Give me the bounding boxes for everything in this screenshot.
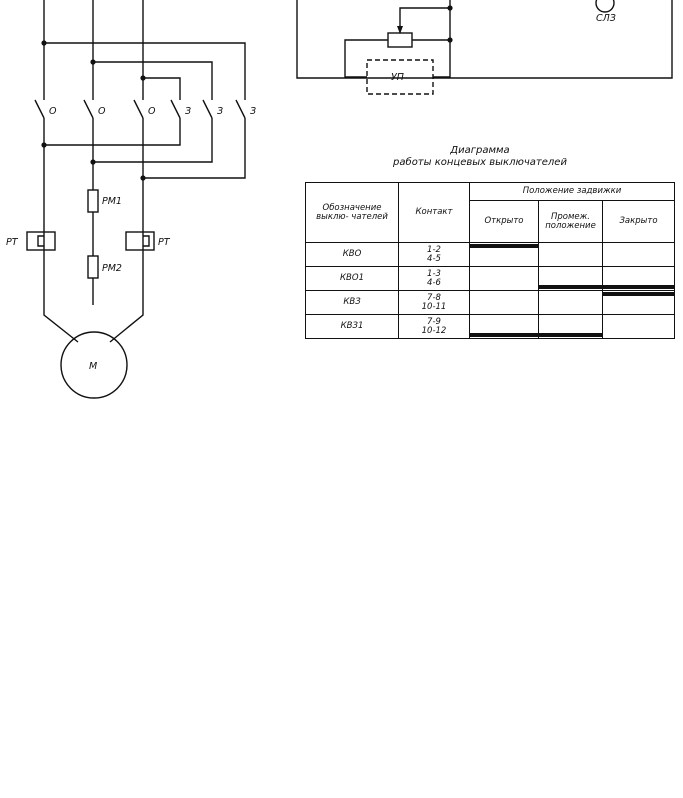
switch-label-z1: З — [185, 106, 191, 117]
up-label: УП — [391, 72, 404, 83]
switch-label-o1: О — [49, 106, 57, 117]
header-open: Открыто — [469, 200, 539, 243]
header-mid: Промеж. положение — [538, 200, 603, 243]
position-cell-open — [469, 266, 539, 291]
header-position: Положение задвижки — [469, 182, 675, 201]
limit-switch-table: Обозначение выклю- чателей Контакт Полож… — [305, 182, 675, 339]
position-cell-closed — [602, 242, 675, 267]
position-cell-closed — [602, 290, 675, 315]
contact-pair: 4-6 — [427, 277, 441, 288]
header-designation: Обозначение выклю- чателей — [305, 182, 399, 243]
contact-pair: 7-8 — [427, 292, 441, 303]
contact-pair: 10-12 — [421, 325, 447, 336]
rt-right-label: РТ — [158, 237, 171, 248]
rm2-label: РМ2 — [102, 263, 122, 274]
position-cell-open — [469, 314, 539, 339]
position-cell-closed — [602, 314, 675, 339]
switch-label-o2: О — [98, 106, 106, 117]
switch-name-cell: КВЗ1 — [305, 314, 399, 339]
diagram-caption: Диаграмма работы концевых выключателей — [350, 145, 610, 169]
switch-label-o3: О — [148, 106, 156, 117]
motor-label: М — [89, 361, 97, 372]
position-cell-mid — [538, 266, 603, 291]
header-contact: Контакт — [398, 182, 470, 243]
switch-label-z3: З — [250, 106, 256, 117]
contact-pair: 4-5 — [427, 253, 441, 264]
contact-pair: 1-3 — [427, 268, 441, 279]
diagram-caption-line2: работы концевых выключателей — [393, 157, 567, 168]
contact-pair: 10-11 — [421, 301, 447, 312]
contact-closed-bar — [470, 333, 538, 337]
switch-name-cell: КВО1 — [305, 266, 399, 291]
contact-closed-bar — [603, 292, 674, 296]
position-cell-open — [469, 242, 539, 267]
switch-name-cell: КВЗ — [305, 290, 399, 315]
contact-pair: 1-2 — [427, 244, 441, 255]
position-cell-open — [469, 290, 539, 315]
contact-pair: 7-9 — [427, 316, 441, 327]
contact-closed-bar — [603, 285, 674, 289]
switch-label-z2: З — [217, 106, 223, 117]
header-closed: Закрыто — [602, 200, 675, 243]
contact-closed-bar — [470, 244, 538, 248]
contact-closed-bar — [539, 333, 602, 337]
switch-name-cell: КВО — [305, 242, 399, 267]
position-cell-mid — [538, 242, 603, 267]
contact-closed-bar — [539, 285, 602, 289]
position-cell-mid — [538, 290, 603, 315]
position-cell-mid — [538, 314, 603, 339]
rm1-label: РМ1 — [102, 196, 122, 207]
position-cell-closed — [602, 266, 675, 291]
electrical-scheme: О О О З З З РМ1 РМ2 РТ РТ М УП СЛЗ — [6, 0, 673, 399]
rt-left-label: РТ — [6, 237, 19, 248]
diagram-caption-line1: Диаграмма — [450, 145, 510, 156]
slz-label: СЛЗ — [596, 13, 616, 24]
